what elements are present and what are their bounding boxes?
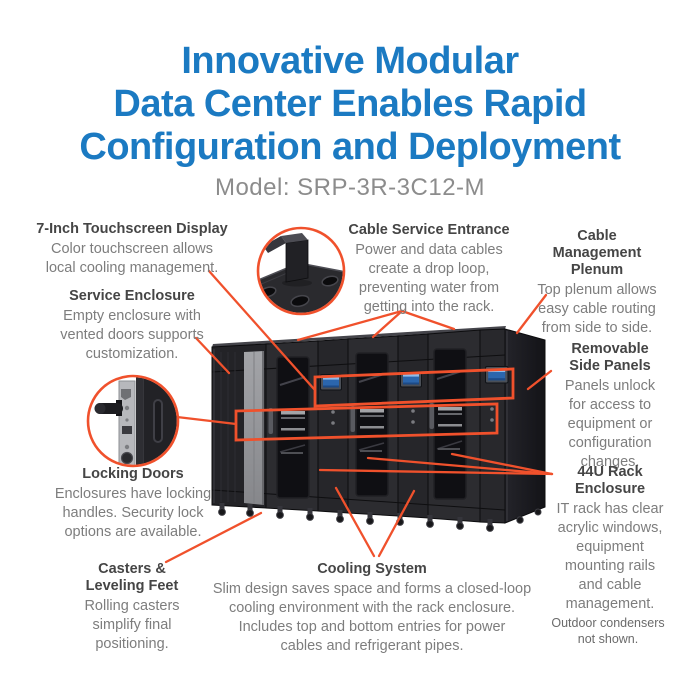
condensers-footnote: Outdoor condensers not shown. (551, 616, 665, 646)
callout-title: Cable Management Plenum (552, 228, 642, 278)
callout-body: Top plenum allows easy cable routing fro… (537, 282, 657, 336)
touchscreen-display-graphic (400, 371, 422, 388)
callout-touchscreen-display: 7-Inch Touchscreen Display Color touchsc… (28, 221, 236, 278)
page-title: Innovative Modular Data Center Enables R… (0, 40, 700, 169)
door-lock-inset-photo (86, 374, 180, 468)
rack-window-graphic (355, 352, 389, 497)
callout-cooling-system: Cooling System Slim design saves space a… (196, 561, 548, 656)
callout-cable-management-plenum: Cable Management Plenum Top plenum allow… (530, 228, 664, 338)
callout-title: Locking Doors (82, 466, 184, 482)
callout-body: Slim design saves space and forms a clos… (212, 581, 532, 654)
rack-row-graphic (211, 326, 546, 532)
page-title-line3: Configuration and Deployment (79, 126, 621, 168)
callout-removable-side-panels: Removable Side Panels Panels unlock for … (546, 341, 674, 472)
callout-body: Empty enclosure with vented doors suppor… (60, 308, 204, 362)
callout-body: Color touchscreen allows local cooling m… (45, 241, 219, 276)
callout-service-enclosure: Service Enclosure Empty enclosure with v… (28, 288, 236, 364)
model-number: Model: SRP-3R-3C12-M (214, 174, 486, 201)
rack-window-graphic (276, 356, 310, 499)
callout-title: Removable Side Panels (569, 341, 651, 374)
callout-body: Enclosures have locking handles. Securit… (54, 486, 212, 540)
cooler-buttons-graphic (331, 407, 494, 425)
callout-cable-service-entrance: Cable Service Entrance Power and data ca… (333, 222, 525, 317)
touchscreen-highlight-box (313, 367, 515, 408)
casters-graphic (218, 503, 542, 532)
callout-title: 44U Rack Enclosure (574, 464, 646, 497)
callout-body: Power and data cables create a drop loop… (355, 242, 503, 315)
callout-title: Cooling System (317, 561, 427, 577)
leader-lines (164, 269, 554, 564)
callout-body: Rolling casters simplify final positioni… (84, 598, 180, 652)
touchscreen-display-graphic (320, 374, 342, 391)
callout-body: Panels unlock for access to equipment or… (564, 378, 656, 470)
door-handle-highlight-box (234, 402, 499, 442)
callout-title: Service Enclosure (69, 288, 195, 304)
callout-title: Casters & Leveling Feet (85, 561, 179, 594)
callout-title: Cable Service Entrance (348, 222, 510, 238)
page-title-line1: Innovative Modular (181, 40, 519, 82)
callout-44u-rack-enclosure: 44U Rack Enclosure IT rack has clear acr… (546, 464, 674, 614)
callout-locking-doors: Locking Doors Enclosures have locking ha… (23, 466, 243, 542)
callout-body: IT rack has clear acrylic windows, equip… (556, 501, 664, 612)
cable-entrance-inset-photo (256, 226, 346, 316)
page-title-line2: Data Center Enables Rapid (113, 83, 587, 125)
callout-casters-leveling-feet: Casters & Leveling Feet Rolling casters … (40, 561, 224, 654)
door-handle-graphic (268, 403, 434, 434)
callout-title: 7-Inch Touchscreen Display (36, 221, 228, 237)
